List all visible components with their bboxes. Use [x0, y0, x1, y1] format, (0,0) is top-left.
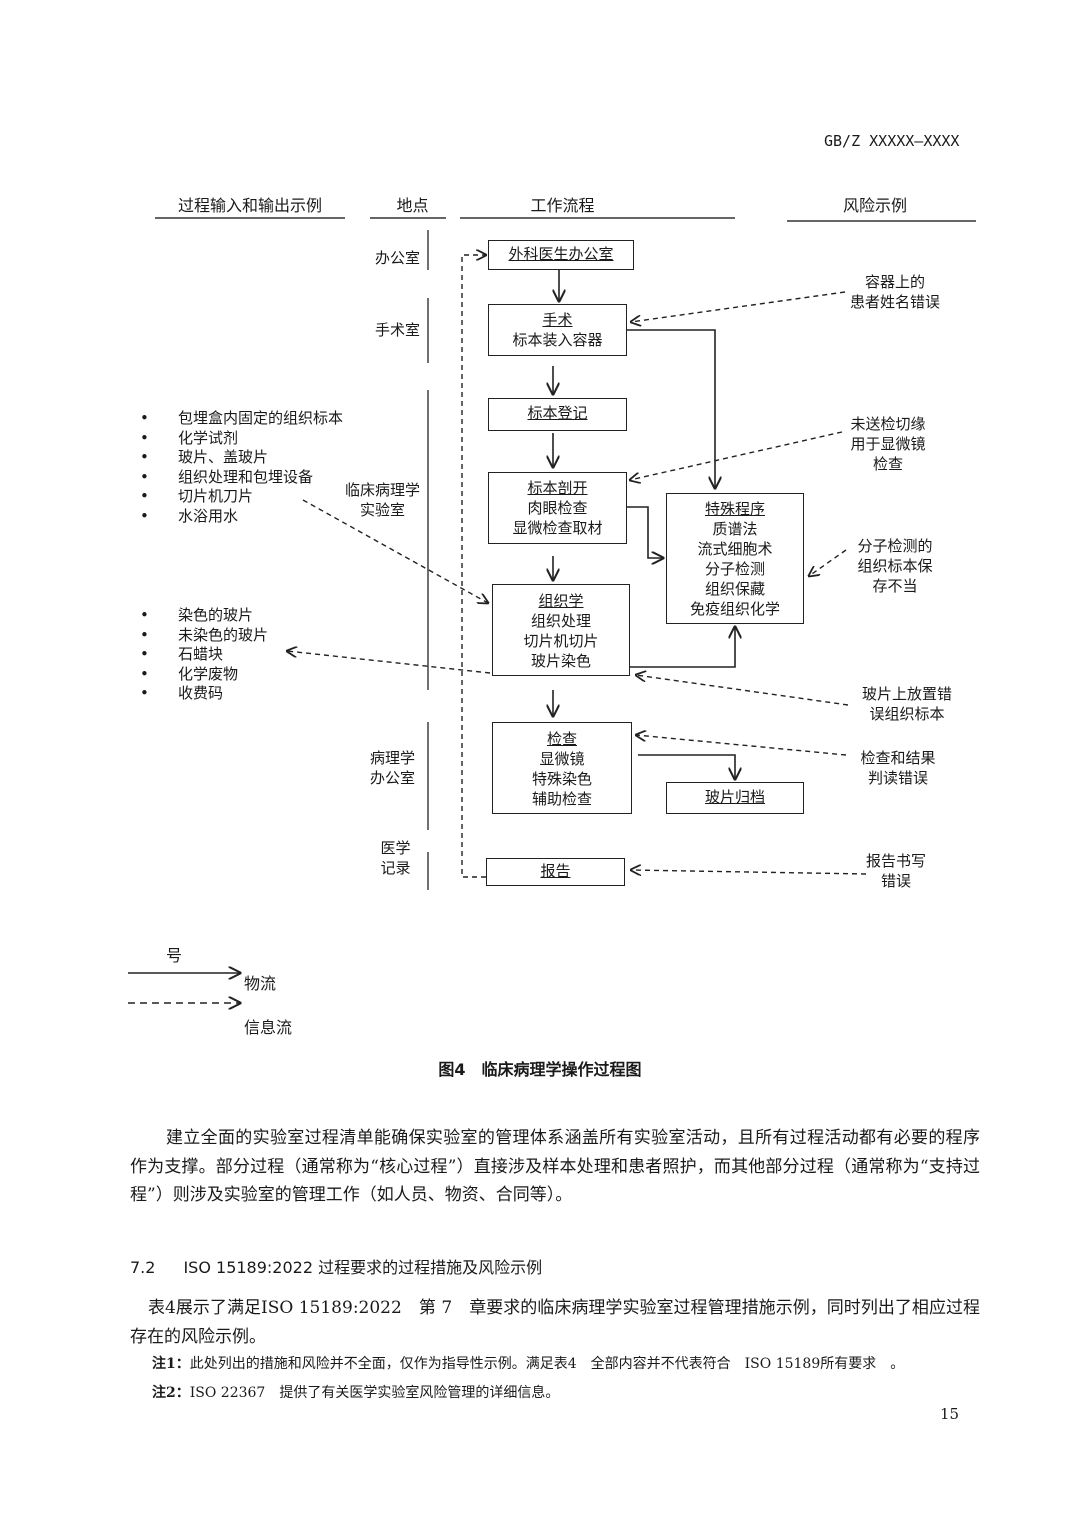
risk-wrong-tissue-line1: 玻片上放置错 — [861, 685, 952, 703]
list-item: 玻片、盖玻片 — [140, 448, 343, 468]
risk-molecular-line3: 存不当 — [872, 577, 918, 595]
risk-patient-name-line1: 容器上的 — [864, 273, 925, 291]
risk-report-writing-line1: 报告书写 — [865, 852, 926, 870]
box-examination-title: 检查 — [546, 730, 577, 748]
box-special-line1: 质谱法 — [712, 520, 758, 538]
page-number: 15 — [940, 1405, 960, 1423]
risk-patient-name-line2: 患者姓名错误 — [849, 293, 940, 311]
box-dissection-title: 标本剖开 — [527, 479, 588, 497]
box-dissection-line2: 显微检查取材 — [512, 519, 603, 537]
location-pathology-lab-line2: 实验室 — [359, 501, 405, 519]
box-histology: 组织学 组织处理 切片机切片 玻片染色 — [492, 584, 630, 676]
output-examples-list: 染色的玻片 未染色的玻片 石蜡块 化学废物 收费码 — [140, 606, 268, 704]
column-heading-place: 地点 — [396, 196, 429, 215]
list-item: 收费码 — [140, 684, 268, 704]
box-special-line2: 流式细胞术 — [697, 540, 773, 558]
list-item: 未染色的玻片 — [140, 626, 268, 646]
section-paragraph: 表4展示了满足ISO 15189:2022 第 7 章要求的临床病理学实验室过程… — [130, 1298, 980, 1347]
box-examination-line1: 显微镜 — [539, 750, 585, 768]
list-item: 化学试剂 — [140, 429, 343, 449]
note-1-text: 此处列出的措施和风险并不全面，仅作为指导性示例。满足表4 全部内容并不代表符合 … — [189, 1356, 905, 1372]
location-office: 办公室 — [374, 249, 420, 267]
location-operating-room: 手术室 — [374, 321, 420, 339]
note-1: 注1：此处列出的措施和风险并不全面，仅作为指导性示例。满足表4 全部内容并不代表… — [152, 1354, 904, 1374]
column-heading-workflow: 工作流程 — [530, 196, 595, 215]
risk-interpretation-line2: 判读错误 — [867, 769, 928, 787]
risk-margin-line3: 检查 — [872, 455, 903, 473]
box-report: 报告 — [486, 858, 625, 886]
legend-title: 号 — [166, 946, 183, 965]
box-examination-line3: 辅助检查 — [531, 790, 592, 808]
list-item: 组织处理和包埋设备 — [140, 468, 343, 488]
risk-interpretation: 检查和结果 判读错误 — [848, 748, 948, 788]
risk-molecular-line2: 组织标本保 — [857, 557, 933, 575]
risk-molecular: 分子检测的 组织标本保 存不当 — [840, 536, 950, 596]
location-medical-record-line2: 记录 — [380, 859, 411, 877]
section-number: 7.2 — [130, 1258, 156, 1277]
box-surgery-line1: 标本装入容器 — [512, 331, 603, 349]
box-special-procedures: 特殊程序 质谱法 流式细胞术 分子检测 组织保藏 免疫组织化学 — [666, 493, 804, 624]
box-dissection-line1: 肉眼检查 — [527, 499, 588, 517]
risk-margin: 未送检切缘 用于显微镜 检查 — [833, 414, 943, 474]
risk-report-writing-line2: 错误 — [880, 872, 911, 890]
box-surgery: 手术 标本装入容器 — [488, 304, 627, 356]
section-heading: 7.2 ISO 15189:2022 过程要求的过程措施及风险示例 — [130, 1254, 542, 1278]
document-number: GB/Z XXXXX—XXXX — [824, 132, 960, 150]
box-registration-title: 标本登记 — [527, 404, 588, 422]
location-pathology-lab-line1: 临床病理学 — [344, 481, 420, 499]
risk-molecular-line1: 分子检测的 — [857, 537, 933, 555]
box-histology-line1: 组织处理 — [530, 612, 591, 630]
note-1-label: 注1： — [152, 1356, 190, 1372]
box-registration: 标本登记 — [488, 398, 627, 431]
location-pathology-office: 病理学 办公室 — [355, 748, 430, 788]
list-item: 水浴用水 — [140, 507, 343, 527]
box-special-line3: 分子检测 — [704, 560, 765, 578]
box-examination-line2: 特殊染色 — [531, 770, 592, 788]
list-item: 切片机刀片 — [140, 487, 343, 507]
note-2-label: 注2： — [152, 1385, 190, 1401]
risk-interpretation-line1: 检查和结果 — [860, 749, 936, 767]
box-surgeon-office: 外科医生办公室 — [488, 240, 634, 270]
risk-report-writing: 报告书写 错误 — [855, 851, 937, 891]
figure-caption: 图4 临床病理学操作过程图 — [438, 1060, 642, 1079]
location-pathology-office-line1: 病理学 — [369, 749, 415, 767]
box-special-line5: 免疫组织化学 — [689, 600, 780, 618]
box-special-line4: 组织保藏 — [704, 580, 765, 598]
list-item: 石蜡块 — [140, 645, 268, 665]
risk-patient-name: 容器上的 患者姓名错误 — [835, 272, 955, 312]
legend-information-flow: 信息流 — [244, 1018, 293, 1037]
box-slide-archive: 玻片归档 — [666, 782, 804, 814]
risk-wrong-tissue: 玻片上放置错 误组织标本 — [848, 684, 966, 724]
box-histology-title: 组织学 — [538, 592, 584, 610]
input-examples-list: 包埋盒内固定的组织标本 化学试剂 玻片、盖玻片 组织处理和包埋设备 切片机刀片 … — [140, 409, 343, 527]
box-dissection: 标本剖开 肉眼检查 显微检查取材 — [488, 472, 627, 544]
risk-margin-line2: 用于显微镜 — [850, 435, 926, 453]
box-examination: 检查 显微镜 特殊染色 辅助检查 — [492, 722, 632, 814]
list-item: 化学废物 — [140, 665, 268, 685]
note-2-text: ISO 22367 提供了有关医学实验室风险管理的详细信息。 — [189, 1385, 560, 1401]
note-2: 注2：ISO 22367 提供了有关医学实验室风险管理的详细信息。 — [152, 1383, 559, 1403]
risk-wrong-tissue-line2: 误组织标本 — [869, 705, 945, 723]
box-surgery-title: 手术 — [542, 311, 573, 329]
section-title: ISO 15189:2022 过程要求的过程措施及风险示例 — [183, 1258, 543, 1277]
box-histology-line3: 玻片染色 — [530, 652, 591, 670]
list-item: 包埋盒内固定的组织标本 — [140, 409, 343, 429]
location-pathology-lab: 临床病理学 实验室 — [335, 480, 430, 520]
body-paragraph: 建立全面的实验室过程清单能确保实验室的管理体系涵盖所有实验室活动，且所有过程活动… — [130, 1128, 980, 1205]
column-heading-risk: 风险示例 — [842, 196, 907, 215]
location-medical-record-line1: 医学 — [380, 839, 411, 857]
box-report-title: 报告 — [540, 862, 571, 880]
box-histology-line2: 切片机切片 — [523, 632, 599, 650]
legend-material-flow: 物流 — [244, 974, 277, 993]
column-heading-io: 过程输入和输出示例 — [177, 196, 322, 215]
box-archive-title: 玻片归档 — [704, 788, 765, 806]
box-surgeon-office-title: 外科医生办公室 — [508, 245, 614, 263]
list-item: 染色的玻片 — [140, 606, 268, 626]
box-special-title: 特殊程序 — [704, 500, 765, 518]
location-medical-record: 医学 记录 — [358, 838, 433, 878]
risk-margin-line1: 未送检切缘 — [850, 415, 926, 433]
location-pathology-office-line2: 办公室 — [369, 769, 415, 787]
